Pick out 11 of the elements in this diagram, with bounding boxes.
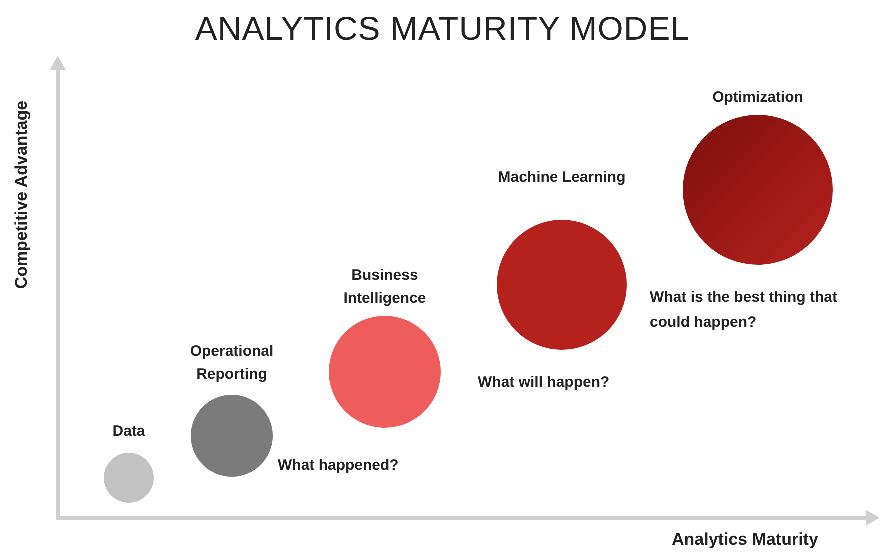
circle-heading: Business Intelligence <box>342 266 428 309</box>
axis-label: Competitive Advantage <box>12 100 32 292</box>
circle-heading: Machine Learning <box>497 168 627 188</box>
circle-heading: Operational Reporting <box>189 342 275 385</box>
circle-heading: Optimization <box>712 88 804 108</box>
question-text: What is the best thing that could happen? <box>650 288 838 333</box>
axis-label: Analytics Maturity <box>672 530 818 550</box>
circle-heading: Data <box>112 422 146 442</box>
question-text: What happened? <box>278 456 400 476</box>
question-text: What will happen? <box>478 373 611 393</box>
title: ANALYTICS MATURITY MODEL <box>194 10 691 48</box>
